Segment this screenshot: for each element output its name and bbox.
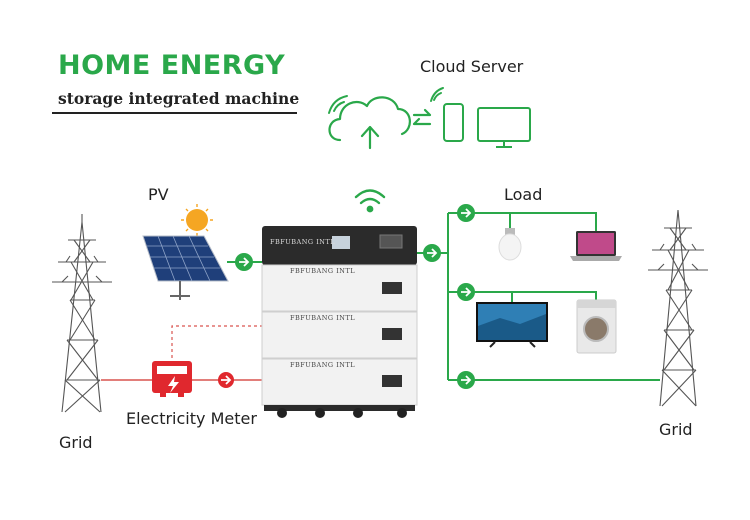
battery-cabinet [261,226,418,418]
page-subtitle: storage integrated machine [58,89,300,108]
grid-label-right: Grid [659,420,693,439]
battery-module-brand: FBFUBANG INTL [290,314,355,322]
grid-label-left: Grid [59,433,93,452]
arrow-right-icon [423,244,441,262]
electric-meter-icon [152,361,192,397]
load-connection-lines [417,212,660,381]
load-label: Load [504,185,543,204]
arrow-right-icon [457,204,475,222]
arrow-right-icon [235,253,253,271]
battery-module-brand: FBFUBANG INTL [290,267,355,275]
pv-label: PV [148,185,169,204]
solar-panel-icon [142,235,229,300]
monitor-icon [477,107,531,148]
arrow-right-icon [457,283,475,301]
arrow-right-icon [457,371,475,389]
tv-icon [476,302,548,348]
sync-arrows-icon [412,108,432,126]
wifi-icon-small [430,87,444,102]
transmission-tower-icon [52,214,112,413]
meter-signal-line [171,325,262,358]
washing-machine-icon [576,299,617,354]
subtitle-underline [52,112,297,114]
electricity-meter-label: Electricity Meter [126,409,257,428]
lightbulb-icon [498,228,522,261]
cloud-server-label: Cloud Server [420,57,524,76]
sun-icon [181,204,213,236]
wifi-icon [354,189,386,213]
smartphone-icon [443,103,464,142]
arrow-right-icon [218,372,234,388]
cloud-upload-icon [328,96,411,150]
transmission-tower-icon [648,209,708,407]
page-title: HOME ENERGY [58,50,286,81]
laptop-icon [570,231,622,261]
wifi-signal-icon [328,95,348,114]
battery-brand-top: FBFUBANG INTL [270,238,335,246]
battery-module-brand: FBFUBANG INTL [290,361,355,369]
